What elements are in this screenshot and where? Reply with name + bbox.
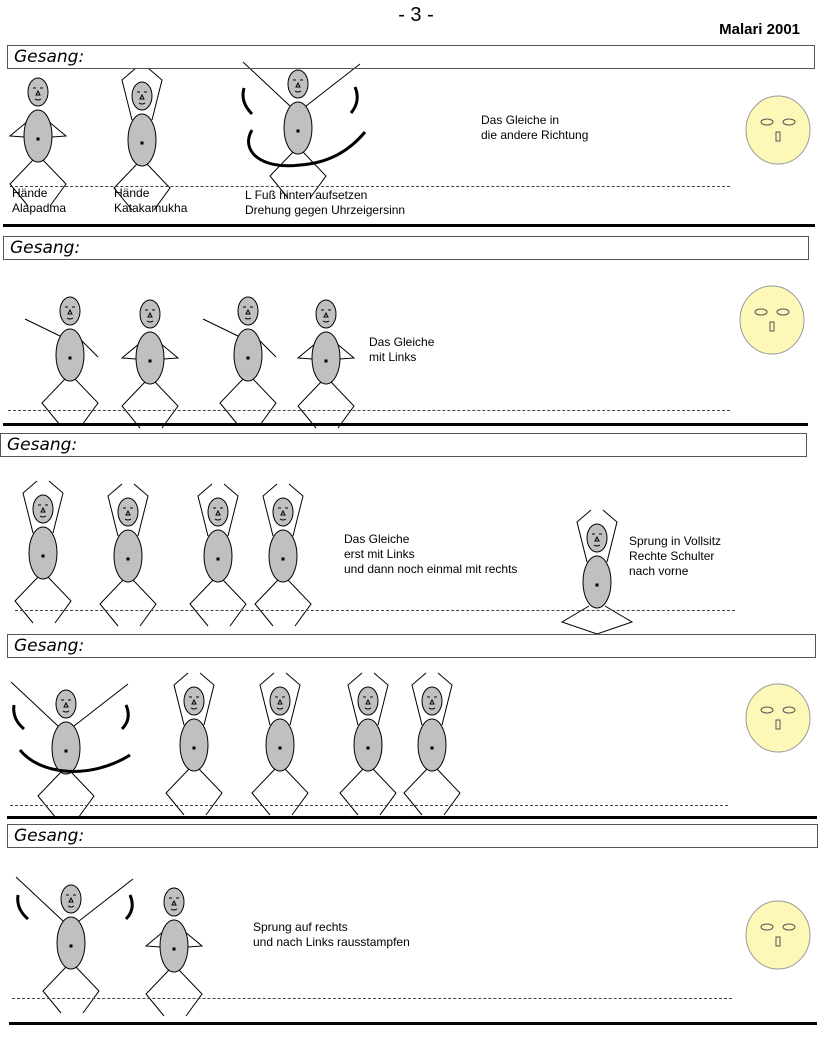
dancer-figure <box>99 483 157 627</box>
note-alapadma: Hände Alapadma <box>12 186 67 215</box>
motion-arrow-icon <box>349 86 359 114</box>
moon-face-icon <box>739 285 805 355</box>
dancer-figure <box>202 296 277 426</box>
note-richtung: Das Gleiche in die andere Richtung <box>481 113 589 142</box>
body <box>23 109 53 163</box>
note-links-rechts: Das Gleiche erst mit Links und dann noch… <box>344 532 518 576</box>
section-3-heading: Gesang: <box>0 433 807 457</box>
body <box>233 328 263 382</box>
divider-thick <box>3 224 815 227</box>
body <box>56 916 86 970</box>
body <box>582 555 612 609</box>
motion-arrow-icon <box>124 894 134 921</box>
body <box>113 529 143 583</box>
author-label: Malari 2001 <box>719 21 800 38</box>
page-number: - 3 - <box>398 4 434 26</box>
divider-thick <box>9 1022 817 1025</box>
dancer-figure <box>251 672 309 816</box>
note-katakamukha: Hände Katakamukha <box>114 186 188 215</box>
divider-dashed <box>10 805 728 806</box>
moon-face-icon <box>745 683 811 753</box>
dancer-figure <box>189 483 247 627</box>
motion-arrow-icon <box>18 749 131 773</box>
motion-arrow-icon <box>241 87 254 116</box>
motion-arrow-icon <box>247 129 367 168</box>
body <box>135 331 165 385</box>
body <box>203 529 233 583</box>
dancer-figure <box>15 876 134 1014</box>
body <box>417 718 447 772</box>
dancer-figure <box>113 67 171 211</box>
body <box>51 721 81 775</box>
dancer-figure <box>165 672 223 816</box>
dancer-figure <box>144 887 204 1017</box>
section-2-heading: Gesang: <box>3 236 809 260</box>
divider-dashed <box>10 186 730 187</box>
moon-face-icon <box>745 95 811 165</box>
divider-dashed <box>8 410 730 411</box>
body <box>265 718 295 772</box>
body <box>159 919 189 973</box>
divider-dashed <box>15 610 735 611</box>
moon-face-icon <box>745 900 811 970</box>
divider-thick <box>3 423 808 426</box>
note-drehung: L Fuß hinten aufsetzen Drehung gegen Uhr… <box>245 188 406 217</box>
motion-arrow-icon <box>120 704 130 731</box>
dancer-figure <box>14 480 72 624</box>
dancer-figure <box>24 296 99 426</box>
dancer-figure <box>296 299 356 429</box>
body <box>28 526 58 580</box>
body <box>353 718 383 772</box>
dancer-figure <box>120 299 180 429</box>
dancer-figure <box>339 672 397 816</box>
body <box>127 113 157 167</box>
note-vollsitz: Sprung in Vollsitz Rechte Schulter nach … <box>629 534 722 578</box>
note-links: Das Gleiche mit Links <box>369 335 435 364</box>
motion-arrow-icon <box>12 704 25 731</box>
body <box>179 718 209 772</box>
note-sprung: Sprung auf rechts und nach Links raussta… <box>253 920 410 949</box>
motion-arrow-icon <box>16 894 29 921</box>
divider-thick <box>7 816 817 819</box>
body <box>268 529 298 583</box>
dancer-figure <box>10 681 129 819</box>
dancer-figure <box>254 483 312 627</box>
section-5-heading: Gesang: <box>7 824 818 848</box>
divider-dashed <box>12 998 732 999</box>
dancer-figure <box>560 509 634 635</box>
section-1-heading: Gesang: <box>7 45 815 69</box>
dancer-figure <box>8 77 68 207</box>
dancer-figure <box>242 61 361 199</box>
body <box>311 331 341 385</box>
body <box>283 101 313 155</box>
section-4-heading: Gesang: <box>7 634 816 658</box>
dancer-figure <box>403 672 461 816</box>
body <box>55 328 85 382</box>
